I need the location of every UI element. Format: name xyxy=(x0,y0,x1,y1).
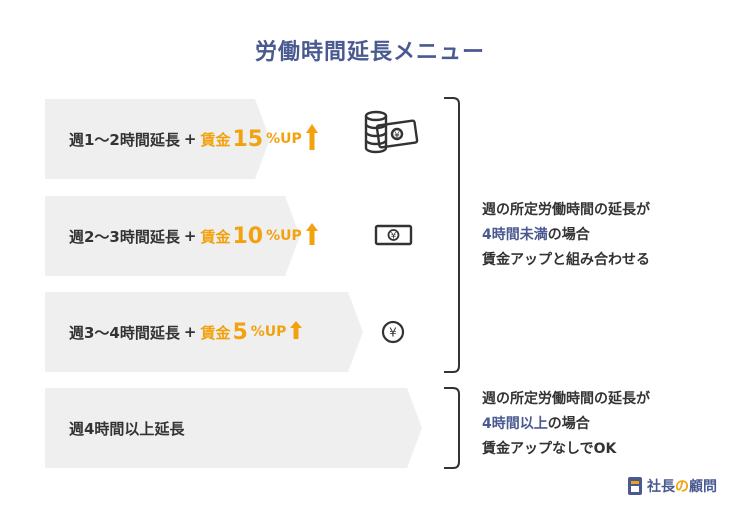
arrow-banner xyxy=(45,388,422,468)
desc-line: 4時間以上の場合 xyxy=(482,412,650,437)
row-text: 週2〜3時間延長 + 賃金 10 %UP xyxy=(69,196,318,276)
bracket-group-2 xyxy=(444,387,460,469)
wage-percent: 15 xyxy=(232,126,264,152)
arrow-banner xyxy=(45,99,270,179)
logo-text: 社長の顧問 xyxy=(647,479,717,495)
menu-row-4: 週4時間以上延長 xyxy=(45,388,425,468)
wage-label: 賃金 xyxy=(200,227,231,246)
svg-text:¥: ¥ xyxy=(391,232,397,242)
wage-suffix: %UP xyxy=(266,228,302,244)
row-label: 週3〜4時間延長 xyxy=(69,323,180,342)
row-label: 週2〜3時間延長 xyxy=(69,227,180,246)
row-text: 週1〜2時間延長 + 賃金 15 %UP xyxy=(69,99,318,179)
desc-line: 週の所定労働時間の延長が xyxy=(482,391,650,407)
desc-line: 賃金アップと組み合わせる xyxy=(482,252,650,268)
arrow-banner xyxy=(45,196,300,276)
desc-line: 4時間未満の場合 xyxy=(482,223,650,248)
bracket-group-1 xyxy=(444,97,460,373)
plus-sign: + xyxy=(183,227,197,245)
up-arrow-icon xyxy=(305,223,318,245)
logo-icon xyxy=(628,477,642,495)
wage-label: 賃金 xyxy=(200,323,231,342)
plus-sign: + xyxy=(183,323,197,341)
wage-label: 賃金 xyxy=(200,130,231,149)
money-stack-icon: ¥ xyxy=(364,110,419,154)
wage-percent: 10 xyxy=(232,223,264,249)
desc-line: 賃金アップなしでOK xyxy=(482,441,617,457)
arrow-banner xyxy=(45,292,363,372)
bill-icon: ¥ xyxy=(374,224,413,246)
row-label: 週4時間以上延長 xyxy=(69,419,185,438)
svg-text:¥: ¥ xyxy=(394,131,400,141)
row-text: 週4時間以上延長 xyxy=(69,388,184,468)
plus-sign: + xyxy=(183,130,197,148)
up-arrow-icon xyxy=(290,321,303,339)
wage-suffix: %UP xyxy=(266,131,302,147)
desc-highlight: 4時間以上 xyxy=(482,416,548,432)
group-2-description: 週の所定労働時間の延長が 4時間以上の場合 賃金アップなしでOK xyxy=(482,387,650,462)
up-arrow-icon xyxy=(305,124,318,150)
group-1-description: 週の所定労働時間の延長が 4時間未満の場合 賃金アップと組み合わせる xyxy=(482,198,650,273)
desc-suffix: の場合 xyxy=(547,416,590,432)
row-label: 週1〜2時間延長 xyxy=(69,130,180,149)
menu-row-3: 週3〜4時間延長 + 賃金 5 %UP xyxy=(45,292,375,372)
page-title: 労働時間延長メニュー xyxy=(254,40,485,65)
wage-percent: 5 xyxy=(232,319,248,345)
desc-line: 週の所定労働時間の延長が xyxy=(482,202,650,218)
menu-row-2: 週2〜3時間延長 + 賃金 10 %UP xyxy=(45,196,355,276)
yen-coin-icon: ¥ xyxy=(381,320,405,344)
row-text: 週3〜4時間延長 + 賃金 5 %UP xyxy=(69,292,303,372)
wage-suffix: %UP xyxy=(250,324,287,340)
desc-suffix: の場合 xyxy=(547,227,590,243)
desc-highlight: 4時間未満 xyxy=(482,227,548,243)
logo: 社長の顧問 xyxy=(627,476,717,496)
menu-row-1: 週1〜2時間延長 + 賃金 15 %UP xyxy=(45,99,318,179)
svg-text:¥: ¥ xyxy=(389,326,397,340)
